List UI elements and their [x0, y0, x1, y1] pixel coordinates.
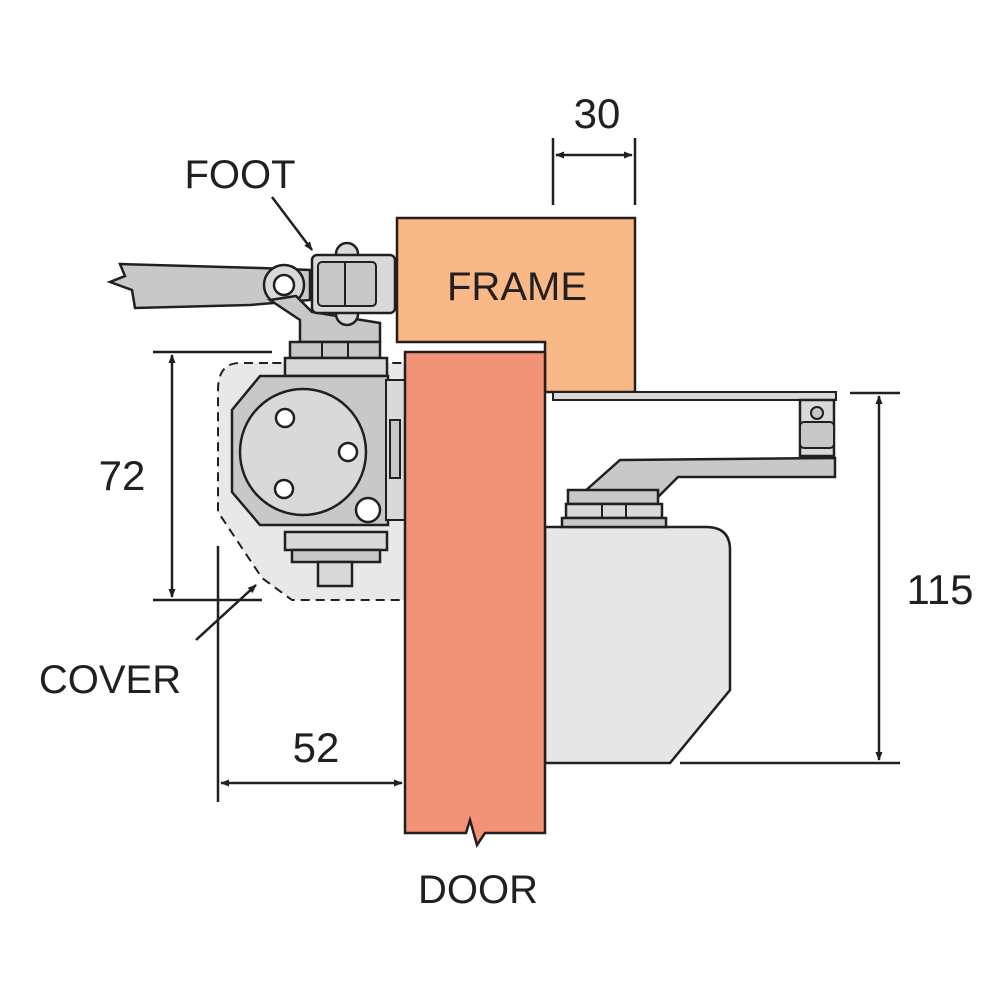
overall-height-label: 115 — [907, 566, 974, 613]
foot-bracket — [310, 241, 397, 327]
dimension-overall-height — [680, 391, 900, 765]
door-leaf — [403, 350, 547, 848]
foot-leader — [271, 196, 313, 251]
cover-leader — [195, 584, 257, 641]
arm-assembly — [106, 241, 397, 378]
door-label: DOOR — [418, 868, 538, 912]
closer-body — [543, 525, 732, 765]
foot-label: FOOT — [184, 153, 295, 197]
track-plate — [552, 391, 837, 401]
dimension-cover-projection — [216, 546, 403, 802]
frame-depth-label: 30 — [574, 90, 621, 137]
dimension-body-height — [153, 350, 272, 602]
slide-arm-assembly — [552, 391, 837, 529]
cover-label: COVER — [39, 658, 181, 702]
cover-projection-label: 52 — [293, 724, 340, 771]
closer-disc — [238, 387, 368, 517]
dimension-frame-depth — [551, 138, 637, 205]
closer-head — [230, 374, 407, 588]
body-height-label: 72 — [99, 452, 146, 499]
arm-link — [266, 294, 382, 344]
frame-label: FRAME — [447, 265, 587, 309]
